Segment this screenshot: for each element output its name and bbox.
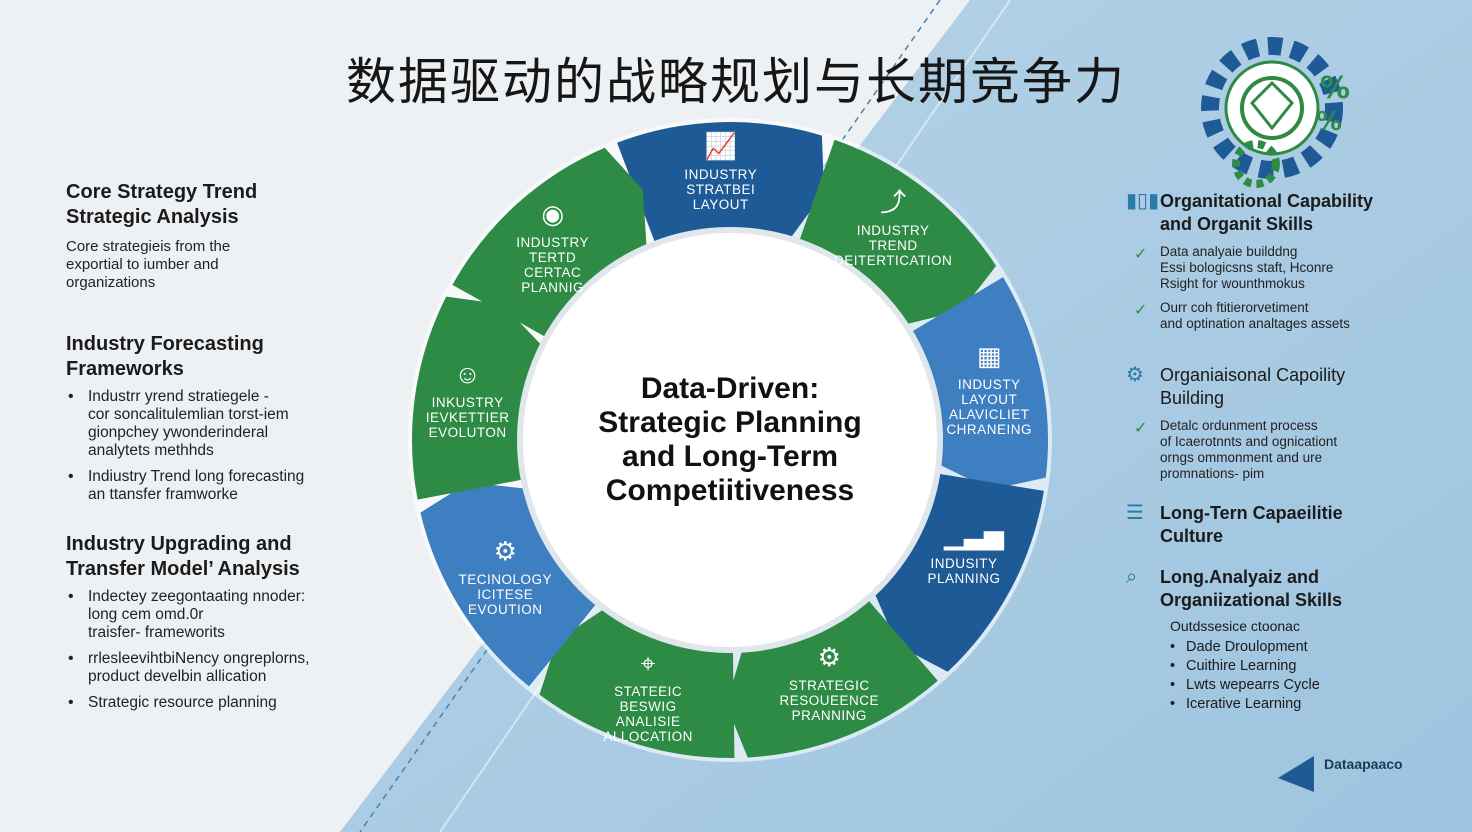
- segment-label: IndustryStratbeiLayout: [684, 167, 758, 213]
- list-item: Dade Droulopment: [1166, 638, 1436, 657]
- pin-icon: ⌖: [640, 648, 656, 679]
- core-strategy-title: Core Strategy Trend Strategic Analysis: [66, 181, 258, 228]
- bar-chart-icon: ▮▯▮: [1126, 190, 1160, 212]
- gear-icon: ⚙: [493, 536, 517, 567]
- growth-chart-icon: ▁▃▅: [943, 520, 1004, 551]
- skills-list: Dade Droulopment Cuithire Learning Lwts …: [1126, 638, 1436, 714]
- segment-label: IndustryTrendDeitertication: [834, 223, 953, 269]
- ring-center: [517, 227, 943, 653]
- database-icon: ☰: [1126, 502, 1144, 524]
- upgrading-title: Industry Upgrading and Transfer Model’ A…: [66, 533, 300, 580]
- list-item: Strategic resource planning: [66, 694, 366, 712]
- logo-name: Dataapaaco: [1324, 756, 1403, 772]
- segment-label: IndustyLayoutAlaviclietChraneing: [946, 376, 1032, 437]
- resource-icon: ⚙: [817, 641, 841, 672]
- team-icon: ☺: [454, 359, 481, 390]
- left-panel: Core Strategy Trend Strategic Analysis C…: [66, 180, 366, 720]
- ring-segment: [412, 296, 541, 500]
- list-item: Indectey zeegontaating nnoder:long cem o…: [66, 588, 366, 642]
- segment-label: IndusityPlanning: [927, 556, 1001, 587]
- segment-label: TecinologyIciteseEvoution: [458, 572, 553, 618]
- ring-segment: [452, 147, 647, 337]
- list-item: Icerative Learning: [1166, 695, 1436, 714]
- skills-heading: ⌕ Long.Analyaiz and Organiizational Skil…: [1126, 566, 1343, 610]
- logo-mark: [1278, 756, 1314, 792]
- ring-segment: [420, 482, 597, 687]
- culture-heading: ☰ Long-Tern Capaeilitie Culture: [1126, 502, 1343, 546]
- list-item: Lwts wepearrs Cycle: [1166, 676, 1436, 695]
- center-title: Data-Driven: Strategic Planning and Long…: [598, 372, 862, 507]
- check-icon: ✓: [1134, 420, 1148, 437]
- skills-subhead: Outdssesice ctoonac: [1170, 618, 1300, 634]
- forecasting-list: Industrr yrend stratiegele -cor soncalit…: [66, 388, 366, 504]
- gear-icon: % %: [1201, 37, 1350, 188]
- core-strategy-text: Core strategieis from the exportial to i…: [66, 238, 231, 291]
- upgrading-list: Indectey zeegontaating nnoder:long cem o…: [66, 588, 366, 712]
- search-icon: ⌕: [1126, 566, 1138, 588]
- segment-label: StrategicResoueencePranning: [779, 677, 880, 723]
- ring-segment: [912, 277, 1048, 490]
- right-panel: ▮▯▮ Organitational Capability and Organi…: [1126, 190, 1436, 714]
- logo: Dataapaaco: [1278, 756, 1403, 772]
- ring-segment: [539, 609, 735, 758]
- list-item: Industrr yrend stratiegele -cor soncalit…: [66, 388, 366, 460]
- layout-icon: ▦: [976, 340, 1002, 371]
- list-item: rrlesleevihtbiNency ongreplorns,product …: [66, 650, 366, 686]
- chart-icon: 📈: [704, 131, 737, 162]
- ring-segment: [617, 122, 825, 242]
- svg-text:%: %: [1316, 107, 1342, 137]
- org-building-heading: ⚙ Organiaisonal Capoility Building: [1126, 364, 1346, 408]
- check-icon: ✓: [1134, 246, 1148, 263]
- trend-icon: ⤴: [880, 187, 907, 218]
- ring-segment: [875, 473, 1044, 672]
- segment-label: IndustryTertdCertacPlannig: [516, 235, 590, 296]
- list-item: Cuithire Learning: [1166, 657, 1436, 676]
- forecasting-title: Industry Forecasting Frameworks: [66, 333, 264, 380]
- org-capability-heading: ▮▯▮ Organitational Capability and Organi…: [1126, 190, 1374, 234]
- lightbulb-icon: ◉: [541, 199, 565, 230]
- ring-segment: [726, 600, 938, 758]
- segment-label: StateeicBeswigAnalisieAllocation: [603, 684, 693, 745]
- segment-label: InkustryIevkettierEvoluton: [425, 395, 510, 441]
- page-title: 数据驱动的战略规划与长期竞争力: [346, 53, 1126, 111]
- svg-text:%: %: [1320, 71, 1350, 106]
- ring-segment: [799, 139, 997, 324]
- check-icon: ✓: [1134, 302, 1148, 319]
- settings-icon: ⚙: [1126, 364, 1144, 386]
